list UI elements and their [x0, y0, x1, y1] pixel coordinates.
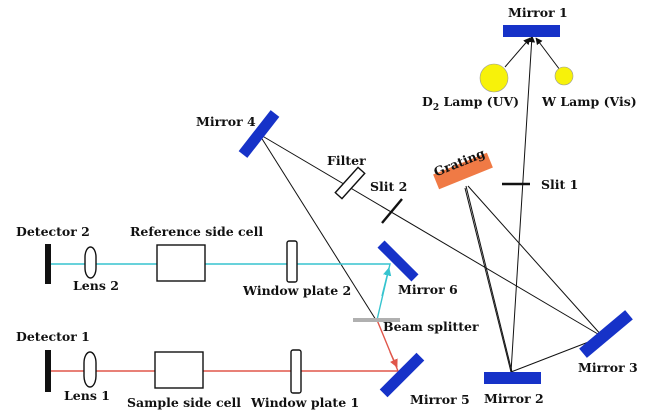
mirror-5-label: Mirror 5 [410, 392, 470, 407]
detector-2 [45, 244, 51, 284]
lens-1 [83, 351, 97, 388]
window-plate-1-label: Window plate 1 [250, 395, 359, 410]
mirror-2 [484, 372, 541, 384]
mirror-1-label: Mirror 1 [508, 5, 568, 20]
ray-grating-to-mirror3 [467, 185, 604, 338]
mirror-3 [579, 310, 633, 358]
window-plate-2 [286, 240, 298, 283]
sample-side-cell [154, 351, 204, 389]
reference-beam-arrow [381, 267, 392, 297]
d2-lamp [479, 63, 509, 93]
ray-mirror3-to-mirror4 [258, 133, 604, 338]
d2-lamp-label: D2 Lamp (UV) [422, 94, 519, 113]
d2-lamp-label-prefix: D [422, 94, 433, 109]
slit-2 [381, 198, 403, 224]
detector-1 [45, 350, 51, 392]
ray-d2-to-mirror1 [504, 37, 531, 68]
d2-lamp-label-suffix: Lamp (UV) [439, 94, 519, 109]
mirror-6 [377, 240, 419, 282]
sample-beam [50, 319, 400, 372]
window-plate-1 [290, 349, 302, 394]
detector-1-label: Detector 1 [16, 329, 90, 344]
sample-beam-arrow [389, 351, 398, 368]
beam-splitter-label: Beam splitter [383, 319, 479, 334]
slit-1-label: Slit 1 [541, 177, 578, 192]
mirror-5 [379, 352, 425, 398]
ray-mirror4-to-splitter [258, 133, 377, 321]
window-plate-2-label: Window plate 2 [242, 283, 351, 298]
ray-grating-to-mirror2 [465, 185, 513, 373]
mirror-6-label: Mirror 6 [398, 282, 458, 297]
d2-lamp-label-subscript: 2 [433, 103, 439, 113]
sample-side-cell-label: Sample side cell [127, 395, 241, 410]
ray-w-to-mirror1 [535, 37, 561, 71]
light-rays [50, 35, 605, 373]
filter-label: Filter [327, 153, 366, 168]
mirror-4-label: Mirror 4 [196, 114, 256, 129]
mirror-4 [238, 110, 280, 158]
ray-mirror2-to-grating [464, 187, 512, 373]
ray-mirror1-to-mirror2 [510, 35, 536, 373]
reference-side-cell [156, 244, 206, 282]
w-lamp [554, 66, 574, 86]
lens-2-label: Lens 2 [73, 278, 119, 293]
filter [334, 166, 366, 200]
slit-2-label: Slit 2 [370, 179, 407, 194]
mirror-3-label: Mirror 3 [578, 360, 638, 375]
reference-side-cell-label: Reference side cell [130, 224, 263, 239]
lens-2 [84, 246, 97, 279]
mirror-2-label: Mirror 2 [484, 391, 544, 406]
mirror-1 [503, 25, 560, 37]
grating [433, 152, 493, 190]
lens-1-label: Lens 1 [64, 388, 110, 403]
detector-2-label: Detector 2 [16, 224, 90, 239]
w-lamp-label: W Lamp (Vis) [541, 94, 637, 109]
